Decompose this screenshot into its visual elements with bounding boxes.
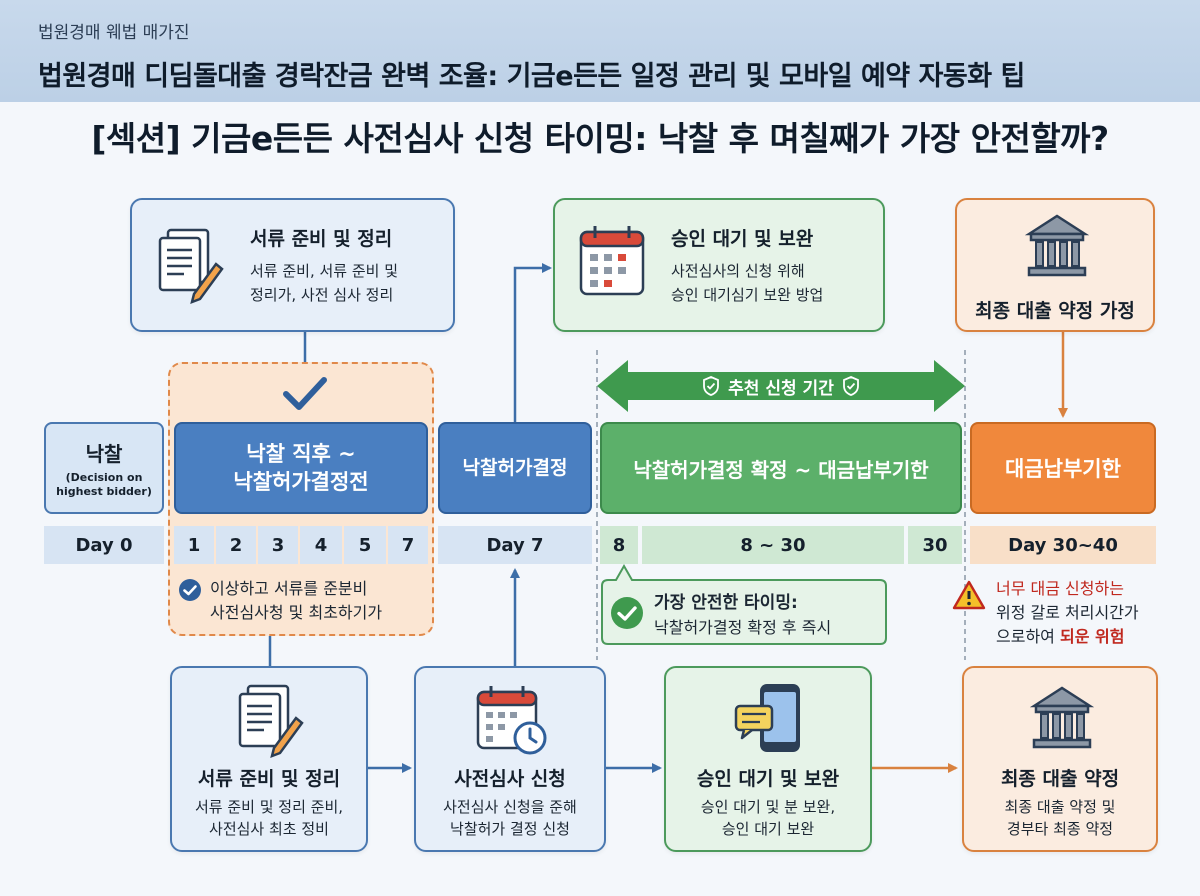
after-bid-stage: 낙찰 직후 ~ 낙찰허가결정전 bbox=[174, 422, 428, 514]
confirm-stage: 낙찰허가결정 확정 ~ 대금납부기한 bbox=[600, 422, 962, 514]
warning-icon bbox=[952, 580, 986, 610]
day-label: 8 bbox=[600, 526, 638, 564]
card-text: 사전심사의 신청 위해 bbox=[671, 262, 805, 280]
magazine-name: 법원경매 웨법 매가진 bbox=[38, 23, 190, 43]
top-card-approval: 승인 대기 및 보완 사전심사의 신청 위해 승인 대기심기 보완 방업 bbox=[553, 198, 885, 332]
safe-timing-text: 낙찰허가결정 확정 후 즉시 bbox=[654, 618, 832, 637]
page-header bbox=[0, 0, 1200, 102]
day-label: 3 bbox=[258, 526, 298, 564]
recommended-period-arrow bbox=[597, 360, 965, 412]
section-title: [섹션] 기금e든든 사전심사 신청 타이밍: 낙찰 후 며칠째가 가장 안전할… bbox=[91, 119, 1109, 158]
bid-stage: 낙찰 (Decision on highest bidder) bbox=[44, 422, 164, 514]
shield-check-icon bbox=[842, 376, 859, 396]
safe-timing-callout bbox=[601, 563, 887, 645]
bottom-card-apply: 사전심사 신청 사전심사 신청을 준해 낙찰허가 결정 신청 bbox=[414, 666, 606, 852]
calendar-icon bbox=[579, 226, 645, 296]
day-label: 5 bbox=[344, 526, 386, 564]
card-text: 승인 대기심기 보완 방업 bbox=[671, 286, 824, 304]
day-label: 1 bbox=[174, 526, 214, 564]
bottom-card-docs: 서류 준비 및 정리 서류 준비 및 정리 준비, 사전심사 최초 정비 bbox=[170, 666, 368, 852]
document-pencil-icon bbox=[238, 684, 304, 758]
bottom-card-approval: 승인 대기 및 보완 승인 대기 및 분 보완, 승인 대기 보완 bbox=[664, 666, 872, 852]
day-label: 2 bbox=[216, 526, 256, 564]
card-text: 사전심사 최초 정비 bbox=[209, 820, 329, 838]
day-label: Day 30~40 bbox=[970, 526, 1156, 564]
card-title: 승인 대기 및 보완 bbox=[671, 228, 814, 250]
day-label: Day 7 bbox=[438, 526, 592, 564]
card-text: 서류 준비 및 정리 준비, bbox=[194, 798, 344, 816]
prep-note-line1: 이상하고 서류를 준분비 bbox=[210, 579, 368, 598]
card-title: 승인 대기 및 보완 bbox=[696, 768, 840, 790]
calendar-clock-icon bbox=[476, 686, 547, 755]
top-card-final: 최종 대출 약정 가정 bbox=[955, 198, 1155, 332]
checkmark-icon bbox=[283, 377, 327, 410]
top-card-docs: 서류 준비 및 정리 서류 준비, 서류 준비 및 정리가, 사전 심사 정리 bbox=[130, 198, 455, 332]
risk-note-line3: 으로하여 되운 위험 bbox=[996, 627, 1125, 646]
card-text: 최종 대출 약정 및 bbox=[1004, 798, 1116, 816]
prep-note-line2: 사전심사청 및 최초하기가 bbox=[210, 603, 383, 622]
check-circle-icon bbox=[611, 597, 643, 629]
permit-stage: 낙찰허가결정 bbox=[438, 422, 592, 514]
check-circle-icon bbox=[179, 579, 201, 601]
card-text: 정리가, 사전 심사 정리 bbox=[250, 286, 394, 304]
card-title: 서류 준비 및 정리 bbox=[197, 768, 341, 790]
page-title: 법원경매 디딤돌대출 경락잔금 완벽 조율: 기금e든든 일정 관리 및 모바일… bbox=[38, 61, 1025, 92]
card-text: 승인 대기 보완 bbox=[721, 820, 815, 838]
day-label: 4 bbox=[300, 526, 342, 564]
card-text: 서류 준비, 서류 준비 및 bbox=[250, 262, 399, 280]
risk-note-line1: 너무 대금 신청하는 bbox=[996, 579, 1124, 598]
day-label: 8 ~ 30 bbox=[642, 526, 904, 564]
document-pencil-icon bbox=[158, 228, 224, 305]
shield-check-icon bbox=[703, 376, 720, 396]
safe-timing-title: 가장 안전한 타이밍: bbox=[654, 593, 798, 613]
connector-permit-approval bbox=[513, 263, 552, 422]
card-text: 경부타 최종 약정 bbox=[1006, 820, 1114, 838]
day-label: 7 bbox=[388, 526, 428, 564]
day-label: Day 0 bbox=[44, 526, 164, 564]
card-text: 승인 대기 및 분 보완, bbox=[700, 798, 836, 816]
deadline-stage: 대금납부기한 bbox=[970, 422, 1156, 514]
recommended-period-label: 추천 신청 기간 bbox=[628, 372, 934, 400]
bank-icon bbox=[1030, 686, 1094, 749]
card-title: 사전심사 신청 bbox=[454, 768, 566, 790]
day-label: 30 bbox=[908, 526, 962, 564]
bank-icon bbox=[1025, 214, 1089, 277]
card-title: 최종 대출 약정 bbox=[1000, 768, 1120, 790]
bottom-card-final: 최종 대출 약정 최종 대출 약정 및 경부타 최종 약정 bbox=[962, 666, 1158, 852]
risk-note-line2: 위정 갈로 처리시간가 bbox=[996, 603, 1139, 622]
smartphone-chat-icon bbox=[734, 684, 800, 752]
card-text: 낙찰허가 결정 신청 bbox=[450, 820, 570, 838]
card-title: 최종 대출 약정 가정 bbox=[975, 300, 1135, 322]
card-title: 서류 준비 및 정리 bbox=[250, 228, 393, 250]
card-text: 사전심사 신청을 준해 bbox=[443, 798, 577, 816]
